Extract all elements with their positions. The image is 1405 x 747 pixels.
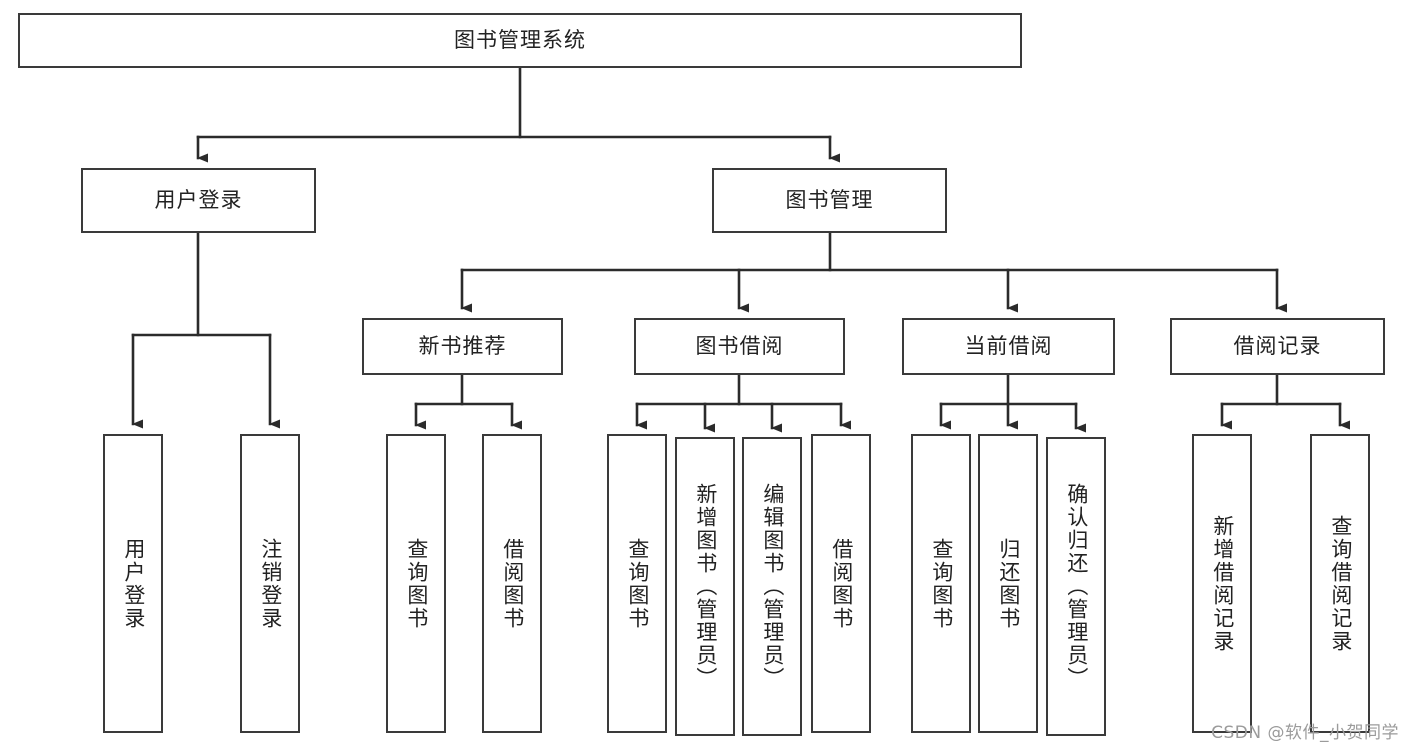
leaf-nb-borrow-book-label: 借阅图书: [500, 537, 525, 630]
leaf-bb-add-book-admin[interactable]: 新增图书（管理员）: [675, 437, 735, 736]
node-book-management-label: 图书管理: [785, 187, 874, 212]
node-borrow-record-label: 借阅记录: [1233, 333, 1322, 358]
leaf-bb-add-book-admin-label: 新增图书（管理员）: [693, 483, 718, 690]
leaf-br-add-record[interactable]: 新增借阅记录: [1192, 434, 1252, 733]
node-new-book-recommend[interactable]: 新书推荐: [362, 318, 563, 375]
leaf-logout[interactable]: 注销登录: [240, 434, 300, 733]
leaf-br-query-record[interactable]: 查询借阅记录: [1310, 434, 1370, 733]
leaf-bb-edit-book-admin[interactable]: 编辑图书（管理员）: [742, 437, 802, 736]
node-user-login[interactable]: 用户登录: [81, 168, 316, 233]
node-new-book-recommend-label: 新书推荐: [418, 333, 507, 358]
leaf-cb-return-book-label: 归还图书: [996, 537, 1021, 630]
node-borrow-record[interactable]: 借阅记录: [1170, 318, 1385, 375]
leaf-bb-borrow-book[interactable]: 借阅图书: [811, 434, 871, 733]
leaf-bb-query-book-label: 查询图书: [625, 537, 650, 630]
leaf-br-add-record-label: 新增借阅记录: [1210, 514, 1235, 653]
leaf-cb-query-book[interactable]: 查询图书: [911, 434, 971, 733]
node-current-borrow-label: 当前借阅: [964, 333, 1053, 358]
leaf-cb-confirm-return-admin-label: 确认归还（管理员）: [1064, 483, 1089, 690]
node-current-borrow[interactable]: 当前借阅: [902, 318, 1115, 375]
node-book-borrow-label: 图书借阅: [695, 333, 784, 358]
leaf-user-login-label: 用户登录: [121, 537, 146, 630]
leaf-br-query-record-label: 查询借阅记录: [1328, 514, 1353, 653]
leaf-logout-label: 注销登录: [258, 537, 283, 630]
leaf-bb-query-book[interactable]: 查询图书: [607, 434, 667, 733]
leaf-cb-query-book-label: 查询图书: [929, 537, 954, 630]
node-root-system-label: 图书管理系统: [454, 27, 586, 52]
node-book-borrow[interactable]: 图书借阅: [634, 318, 845, 375]
node-root-system[interactable]: 图书管理系统: [18, 13, 1022, 68]
leaf-nb-query-book[interactable]: 查询图书: [386, 434, 446, 733]
leaf-nb-query-book-label: 查询图书: [404, 537, 429, 630]
node-user-login-label: 用户登录: [154, 187, 243, 212]
leaf-user-login[interactable]: 用户登录: [103, 434, 163, 733]
leaf-bb-edit-book-admin-label: 编辑图书（管理员）: [760, 483, 785, 690]
leaf-bb-borrow-book-label: 借阅图书: [829, 537, 854, 630]
node-book-management[interactable]: 图书管理: [712, 168, 947, 233]
leaf-nb-borrow-book[interactable]: 借阅图书: [482, 434, 542, 733]
leaf-cb-return-book[interactable]: 归还图书: [978, 434, 1038, 733]
leaf-cb-confirm-return-admin[interactable]: 确认归还（管理员）: [1046, 437, 1106, 736]
csdn-watermark: CSDN @软件_小贺同学: [1211, 723, 1399, 743]
